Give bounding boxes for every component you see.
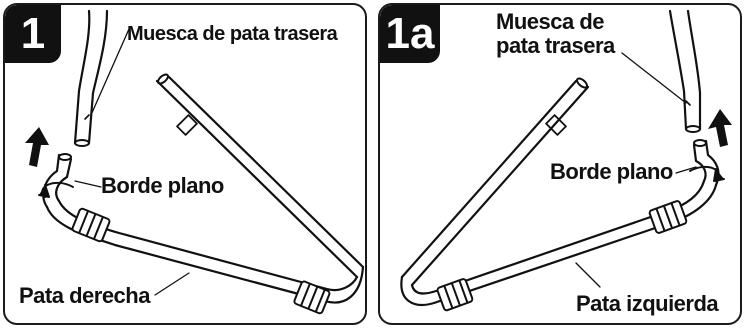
right-leg-label: Pata derecha (19, 283, 150, 308)
step-number-badge: 1a (380, 5, 440, 63)
step-number-badge: 1 (5, 5, 61, 63)
flat-edge-label: Borde plano (101, 173, 224, 198)
left-leg-label: Pata izquierda (576, 291, 719, 316)
up-arrow-icon (25, 127, 49, 167)
flat-edge-label: Borde plano (550, 159, 673, 184)
up-arrow-icon (708, 109, 732, 147)
rear-leg-notch-label-line2: pata trasera (496, 33, 615, 58)
rear-leg-notch-label-line1: Muesca de (496, 9, 605, 34)
left-leg-illustration (400, 9, 732, 312)
panel-step-1a: 1a Muesca de pata trasera Borde plano Pa… (378, 3, 742, 325)
right-leg-illustration (25, 9, 365, 315)
rear-leg-notch-label: Muesca de pata trasera (127, 23, 338, 45)
panel-step-1: 1 Muesca de pata trasera Borde plano Pat… (3, 3, 367, 325)
